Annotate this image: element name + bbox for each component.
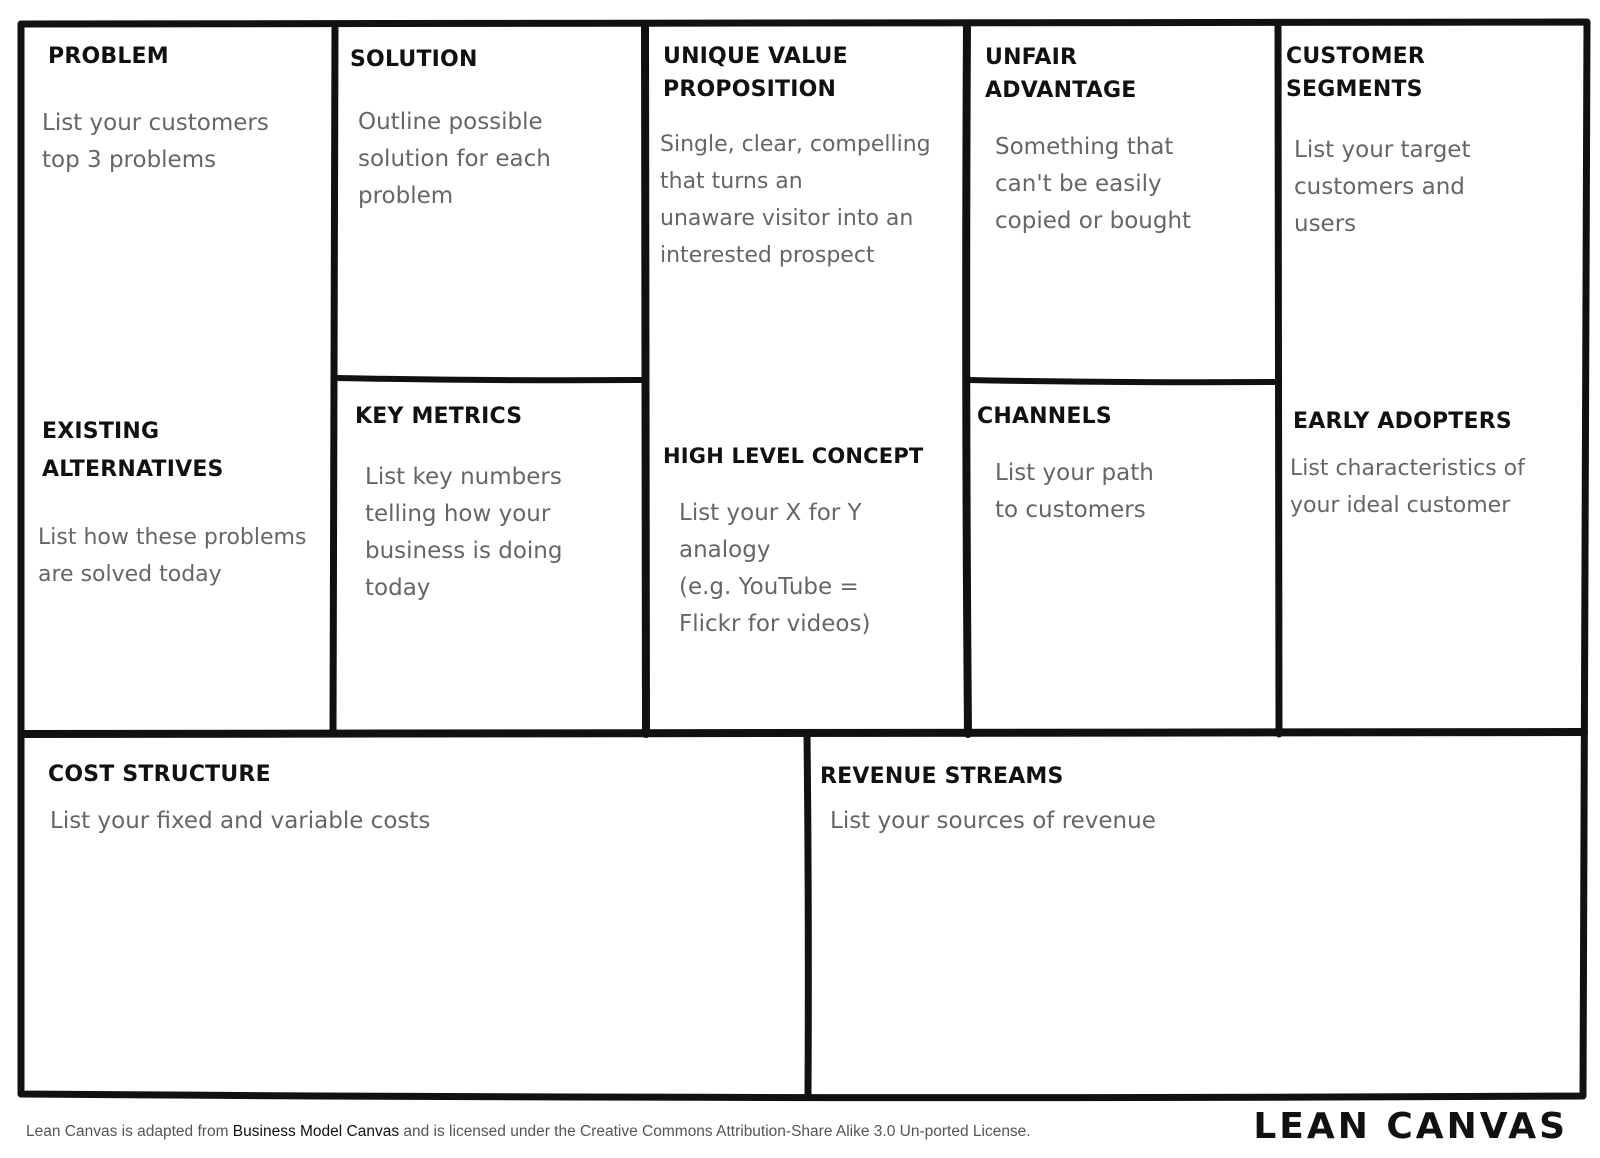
- problem-title: PROBLEM: [48, 44, 169, 69]
- main-divider: [18, 727, 1588, 738]
- brand-title: LEAN CANVAS: [1253, 1106, 1568, 1147]
- revenue-streams-title: REVENUE STREAMS: [820, 764, 1064, 789]
- uvp-title: UNIQUE VALUE PROPOSITION: [663, 44, 848, 102]
- early-adopters-title: EARLY ADOPTERS: [1293, 409, 1512, 434]
- cost-structure-title: COST STRUCTURE: [48, 762, 271, 787]
- divider-solution-metrics: [332, 375, 648, 384]
- customer-segments-description: List your target customers and users: [1294, 137, 1471, 237]
- existing-alternatives-block: EXISTING ALTERNATIVES List how these pro…: [38, 413, 332, 593]
- early-adopters-description: List characteristics of your ideal custo…: [1290, 456, 1525, 518]
- existing-alternatives-description: List how these problems are solved today: [38, 525, 307, 587]
- uvp-description: Single, clear, compelling that turns an …: [660, 132, 931, 268]
- key-metrics-description: List key numbers telling how your busine…: [365, 464, 563, 601]
- existing-alternatives-title: EXISTING ALTERNATIVES: [42, 419, 224, 482]
- solution-description: Outline possible solution for each probl…: [358, 109, 551, 209]
- customer-segments-title: CUSTOMER SEGMENTS: [1286, 44, 1426, 102]
- license-note-suffix: and is licensed under the Creative Commo…: [399, 1123, 1031, 1140]
- early-adopters-block: EARLY ADOPTERS List characteristics of y…: [1290, 405, 1583, 524]
- unfair-advantage-block: UNFAIR ADVANTAGE Something that can't be…: [985, 41, 1275, 240]
- solution-title: SOLUTION: [350, 47, 478, 72]
- problem-block: PROBLEM List your customers top 3 proble…: [42, 40, 332, 179]
- divider-v4: [1274, 20, 1283, 738]
- channels-block: CHANNELS List your path to customers: [977, 400, 1275, 529]
- channels-title: CHANNELS: [977, 404, 1112, 429]
- high-level-concept-title: HIGH LEVEL CONCEPT: [663, 444, 924, 468]
- license-note: Lean Canvas is adapted from Business Mod…: [26, 1123, 1031, 1141]
- unfair-advantage-description: Something that can't be easily copied or…: [995, 134, 1192, 234]
- key-metrics-title: KEY METRICS: [355, 404, 523, 429]
- divider-bottom: [803, 730, 812, 1100]
- outer-border: [17, 17, 1591, 1102]
- cost-structure-description: List your fixed and variable costs: [50, 808, 431, 834]
- revenue-streams-block: REVENUE STREAMS List your sources of rev…: [820, 760, 1560, 840]
- uvp-block: UNIQUE VALUE PROPOSITION Single, clear, …: [660, 40, 963, 274]
- license-note-prefix: Lean Canvas is adapted from: [26, 1123, 233, 1140]
- problem-description: List your customers top 3 problems: [42, 110, 269, 173]
- cost-structure-block: COST STRUCTURE List your fixed and varia…: [48, 758, 788, 840]
- key-metrics-block: KEY METRICS List key numbers telling how…: [355, 400, 640, 607]
- business-model-canvas-link[interactable]: Business Model Canvas: [232, 1123, 400, 1140]
- revenue-streams-description: List your sources of revenue: [830, 808, 1156, 834]
- channels-description: List your path to customers: [995, 460, 1154, 523]
- high-level-concept-block: HIGH LEVEL CONCEPT List your X for Y ana…: [663, 440, 963, 643]
- solution-block: SOLUTION Outline possible solution for e…: [350, 43, 640, 215]
- customer-segments-block: CUSTOMER SEGMENTS List your target custo…: [1286, 40, 1582, 243]
- high-level-concept-description: List your X for Y analogy (e.g. YouTube …: [679, 500, 871, 637]
- divider-advantage-channels: [965, 377, 1281, 386]
- unfair-advantage-title: UNFAIR ADVANTAGE: [985, 45, 1137, 103]
